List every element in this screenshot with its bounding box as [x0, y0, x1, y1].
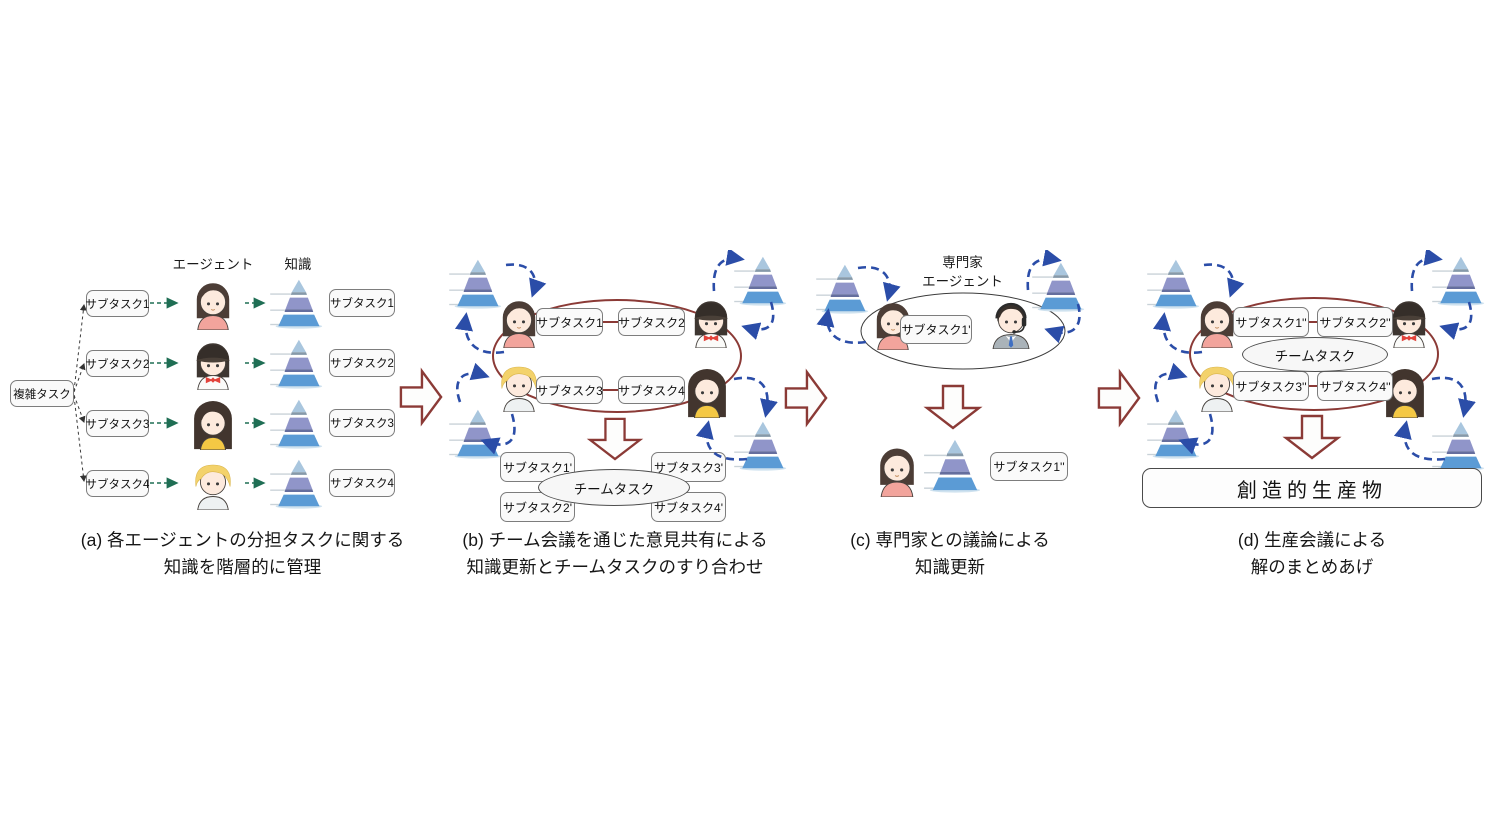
subtask-box-a4: サブタスク4	[86, 470, 149, 497]
caption-d: (d) 生産会議による 解のまとめあげ	[1237, 530, 1387, 577]
pyramid-icon	[814, 262, 874, 314]
caption-c: (c) 専門家との議論による 知識更新	[850, 530, 1050, 577]
pyramid-icon	[1030, 260, 1090, 312]
agent-avatar-yellow	[680, 364, 734, 418]
team-task-ellipse: チームタスク	[1242, 337, 1388, 372]
expert-label-line1: 専門家	[942, 255, 983, 270]
flow-arrow-right-icon	[784, 367, 828, 429]
subtask-box-b4: サブタスク4	[618, 376, 685, 404]
flow-arrow-right-icon	[399, 366, 443, 428]
complex-task-box: 複雑タスク	[10, 380, 74, 407]
pyramid-icon	[268, 397, 328, 449]
knowledge-box-a1: サブタスク1	[329, 289, 395, 317]
knowledge-column-header: 知識	[284, 257, 312, 272]
subtask-box-d2: サブタスク2''	[1317, 307, 1393, 337]
pyramid-icon	[1145, 407, 1205, 459]
subtask-box-b3: サブタスク3	[536, 376, 603, 404]
agent-column-header: エージェント	[172, 257, 254, 272]
pyramid-icon	[1430, 419, 1490, 471]
knowledge-box-a3: サブタスク3	[329, 409, 395, 437]
pyramid-icon	[268, 337, 328, 389]
agent-avatar-cap	[684, 294, 738, 348]
discussion-task-box: サブタスク1'	[900, 315, 972, 344]
subtask-box-d3: サブタスク3''	[1233, 371, 1309, 401]
caption-a: (a) 各エージェントの分担タスクに関する 知識を階層的に管理	[80, 530, 405, 577]
updated-task-box: サブタスク1''	[990, 452, 1068, 481]
agent-avatar-blonde	[186, 456, 240, 510]
team-task-ellipse: チームタスク	[538, 469, 690, 506]
subtask-box-b2: サブタスク2	[618, 308, 685, 336]
agent-avatar-pink	[869, 441, 925, 497]
subtask-box-d4: サブタスク4''	[1317, 371, 1393, 401]
agent-avatar-yellow	[186, 396, 240, 450]
expert-avatar-headset	[984, 295, 1038, 349]
pyramid-icon	[268, 277, 328, 329]
subtask-box-a3: サブタスク3	[86, 410, 149, 437]
agent-avatar-pink	[186, 276, 240, 330]
merge-arrow-down-icon	[583, 417, 647, 461]
subtask-box-d1: サブタスク1''	[1233, 307, 1309, 337]
merged-subtask-box-b1: サブタスク1'	[500, 452, 575, 482]
subtask-box-a2: サブタスク2	[86, 350, 149, 377]
pyramid-icon	[268, 457, 328, 509]
knowledge-box-a4: サブタスク4	[329, 469, 395, 497]
flow-arrow-right-icon	[1097, 367, 1141, 429]
pyramid-icon	[732, 419, 792, 471]
pyramid-icon	[732, 254, 792, 306]
pyramid-icon	[447, 407, 507, 459]
expert-label-line2: エージェント	[922, 274, 1003, 289]
agent-avatar-cap	[186, 336, 240, 390]
update-arrow-down-icon	[921, 384, 985, 430]
pyramid-icon	[922, 437, 986, 493]
caption-b: (b) チーム会議を通じた意見共有による 知識更新とチームタスクのすり合わせ	[462, 530, 768, 577]
creative-product-box: 創造的生産物	[1142, 468, 1482, 508]
pyramid-icon	[1430, 254, 1490, 306]
subtask-box-b1: サブタスク1	[536, 308, 603, 336]
produce-arrow-down-icon	[1280, 414, 1344, 460]
knowledge-box-a2: サブタスク2	[329, 349, 395, 377]
subtask-box-a1: サブタスク1	[86, 290, 149, 317]
